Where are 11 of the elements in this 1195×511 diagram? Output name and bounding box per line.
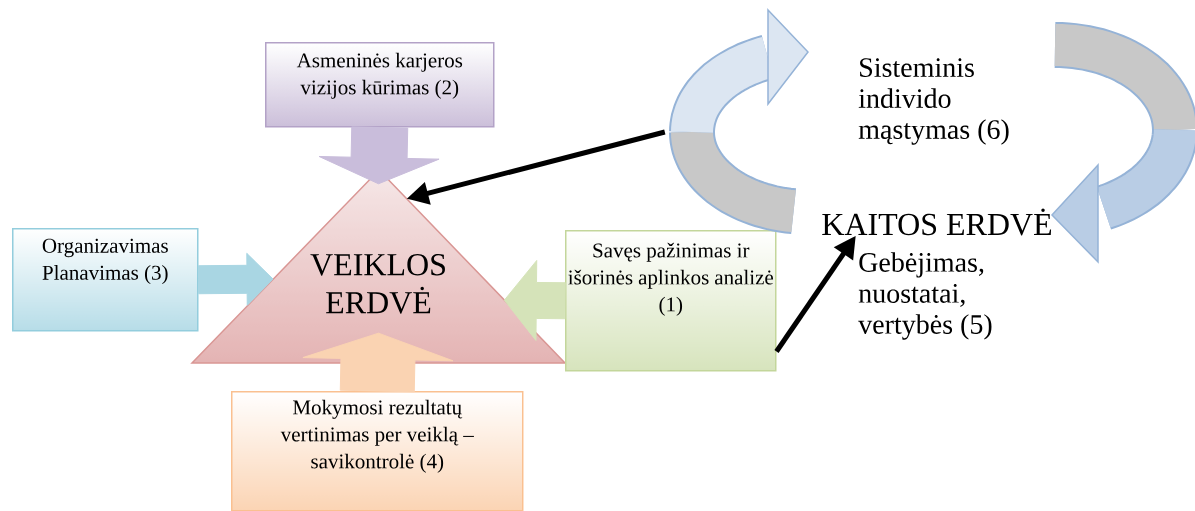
text-label: Sisteminis individo mąstymas (6) (858, 58, 1009, 145)
text-label: Gebėjimas, nuostatai, vertybės (5) (858, 252, 992, 340)
text-box: Asmeninės karjeros vizijos kūrimas (2) (265, 42, 495, 128)
arrow (318, 126, 440, 185)
text-box: Savęs pažinimas ir išorinės aplinkos analizė (1) (565, 230, 777, 372)
text-box: Organizavimas Planavimas (3) (12, 228, 199, 332)
arrow (302, 332, 454, 393)
arrow (503, 259, 566, 341)
arrow (197, 252, 274, 306)
text-label: KAITOS ERDVĖ (822, 208, 1052, 236)
text-box: Mokymosi rezultatų vertinimas per veiklą – savikontrolė (4) (231, 391, 524, 511)
